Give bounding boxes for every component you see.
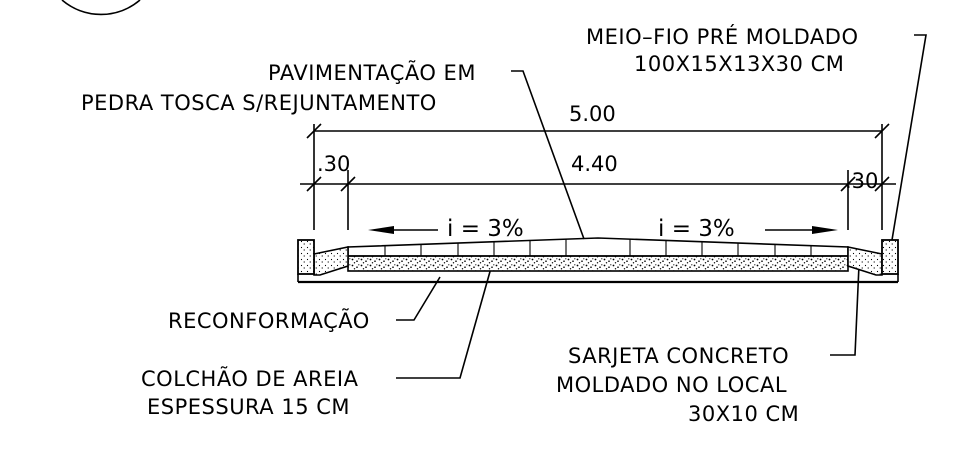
- dimension-middle-label: 4.40: [571, 152, 618, 176]
- curb-leader-line: [891, 34, 927, 241]
- sand-label-line2: ESPESSURA 15 CM: [147, 395, 350, 419]
- curb-label-line2: 100X15X13X30 CM: [634, 52, 844, 76]
- paving-stone-joints: [384, 239, 812, 256]
- paving-leader-line: [511, 70, 585, 240]
- curb-label-line1: MEIO–FIO PRÉ MOLDADO: [586, 24, 859, 49]
- gutter-leader-line: [830, 264, 860, 356]
- dimension-total-label: 5.00: [569, 102, 616, 126]
- gutter-label-line3: 30X10 CM: [688, 402, 799, 426]
- slope-left-label: i = 3%: [447, 216, 524, 242]
- paving-label-line1: PAVIMENTAÇÃO EM: [268, 59, 476, 85]
- stone-paving-layer: [347, 237, 849, 257]
- gutter-label-line1: SARJETA CONCRETO: [568, 344, 789, 368]
- reshaping-label: RECONFORMAÇÃO: [168, 307, 370, 333]
- reshaping-leader-line: [396, 276, 441, 321]
- gutter-right: [847, 246, 883, 276]
- dimension-left-label: .30: [317, 152, 350, 176]
- curb-left: [297, 239, 315, 275]
- sand-leader-line: [396, 267, 492, 379]
- curb-right: [881, 239, 899, 275]
- dimension-right-label: .30: [845, 169, 878, 193]
- slope-arrow-right-head: [812, 226, 838, 234]
- sand-bed-layer: [347, 255, 849, 272]
- sand-label-line1: COLCHÃO DE AREIA: [141, 365, 359, 391]
- detail-marker-circle: [61, 0, 141, 16]
- slope-right-label: i = 3%: [658, 216, 735, 242]
- gutter-left: [313, 246, 349, 276]
- slope-arrow-left-head: [368, 226, 394, 234]
- gutter-label-line2: MOLDADO NO LOCAL: [556, 373, 787, 397]
- paving-label-line2: PEDRA TOSCA S/REJUNTAMENTO: [81, 91, 437, 115]
